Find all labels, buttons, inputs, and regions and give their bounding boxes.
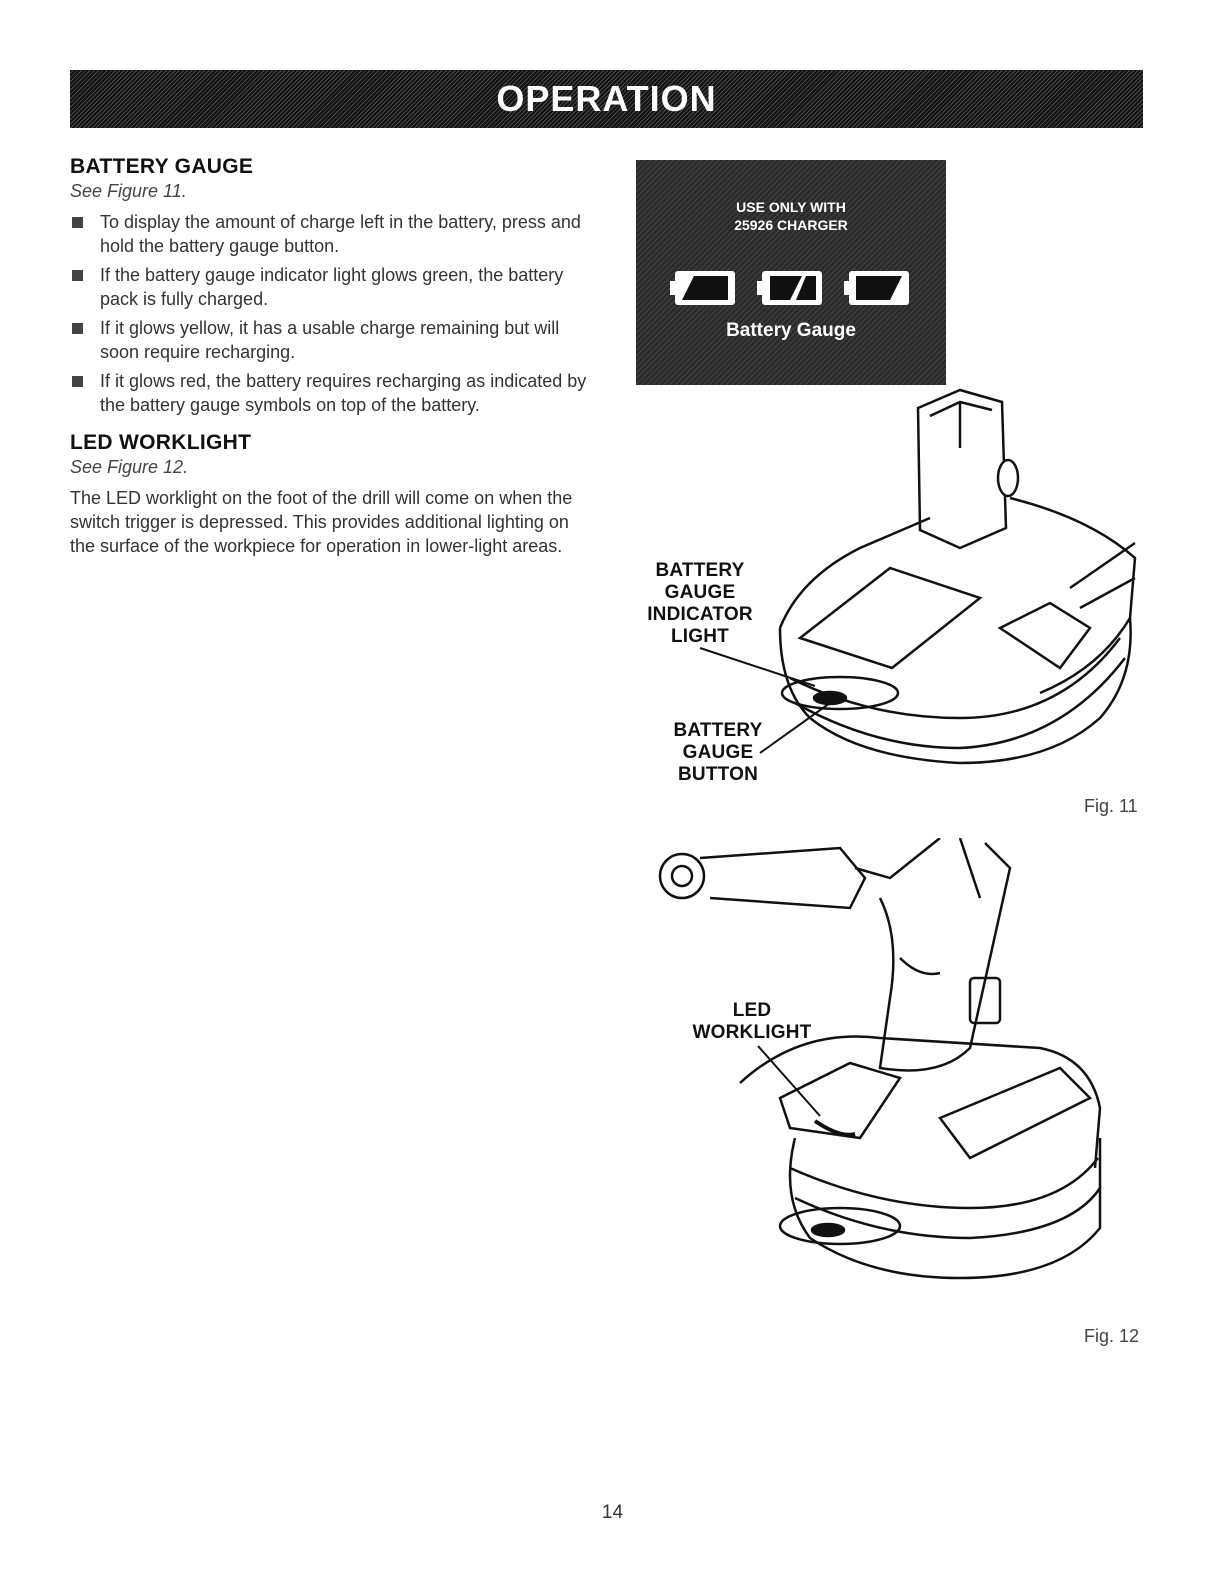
callout-line: GAUGE xyxy=(665,582,736,603)
callout-line: BATTERY xyxy=(655,560,744,581)
battery-gauge-list: To display the amount of charge left in … xyxy=(70,210,590,417)
list-item: If it glows red, the battery requires re… xyxy=(70,369,590,417)
led-worklight-paragraph: The LED worklight on the foot of the dri… xyxy=(70,488,573,556)
page-number: 14 xyxy=(601,1502,624,1523)
battery-gauge-figure-ref: See Figure 11. xyxy=(70,181,187,201)
callout-line: INDICATOR xyxy=(647,604,753,625)
battery-pack-drawing xyxy=(778,388,1137,765)
battery-low-icon xyxy=(844,271,909,305)
battery-half-icon xyxy=(757,271,822,305)
figure-12-drill-illustration: LED WORKLIGHT xyxy=(658,838,1102,1280)
list-item: If it glows yellow, it has a usable char… xyxy=(70,316,590,364)
drill-drawing xyxy=(658,838,1102,1280)
list-item: If the battery gauge indicator light glo… xyxy=(70,263,590,311)
list-item: To display the amount of charge left in … xyxy=(70,210,590,258)
decal-line-2: 25926 CHARGER xyxy=(734,217,848,233)
led-worklight-heading: LED WORKLIGHT xyxy=(70,431,252,454)
figure-11-label: Fig. 11 xyxy=(1084,796,1138,816)
callout-led-worklight: LED WORKLIGHT xyxy=(693,1000,821,1117)
text-column: BATTERY GAUGE See Figure 11. To display … xyxy=(70,155,590,558)
callout-line: LED xyxy=(733,1000,772,1021)
callout-line: BATTERY xyxy=(673,720,762,741)
callout-line: BUTTON xyxy=(678,764,758,785)
led-worklight-figure-ref: See Figure 12. xyxy=(70,457,189,477)
banner-title: OPERATION xyxy=(496,78,717,119)
callout-line: GAUGE xyxy=(683,742,754,763)
decal-line-1: USE ONLY WITH xyxy=(736,199,846,215)
battery-gauge-heading: BATTERY GAUGE xyxy=(70,155,254,178)
callout-gauge-button: BATTERY GAUGE BUTTON xyxy=(673,702,831,785)
figure-12-label: Fig. 12 xyxy=(1084,1326,1140,1346)
battery-full-icon xyxy=(670,271,735,305)
section-banner: OPERATION xyxy=(70,70,1143,128)
figure-11-battery-illustration: USE ONLY WITH 25926 CHARGER Battery Gaug… xyxy=(636,160,1137,785)
callout-indicator-light: BATTERY GAUGE INDICATOR LIGHT xyxy=(647,560,816,687)
callout-line: LIGHT xyxy=(671,626,729,647)
callout-line: WORKLIGHT xyxy=(693,1022,812,1043)
decal-caption: Battery Gauge xyxy=(726,320,856,341)
